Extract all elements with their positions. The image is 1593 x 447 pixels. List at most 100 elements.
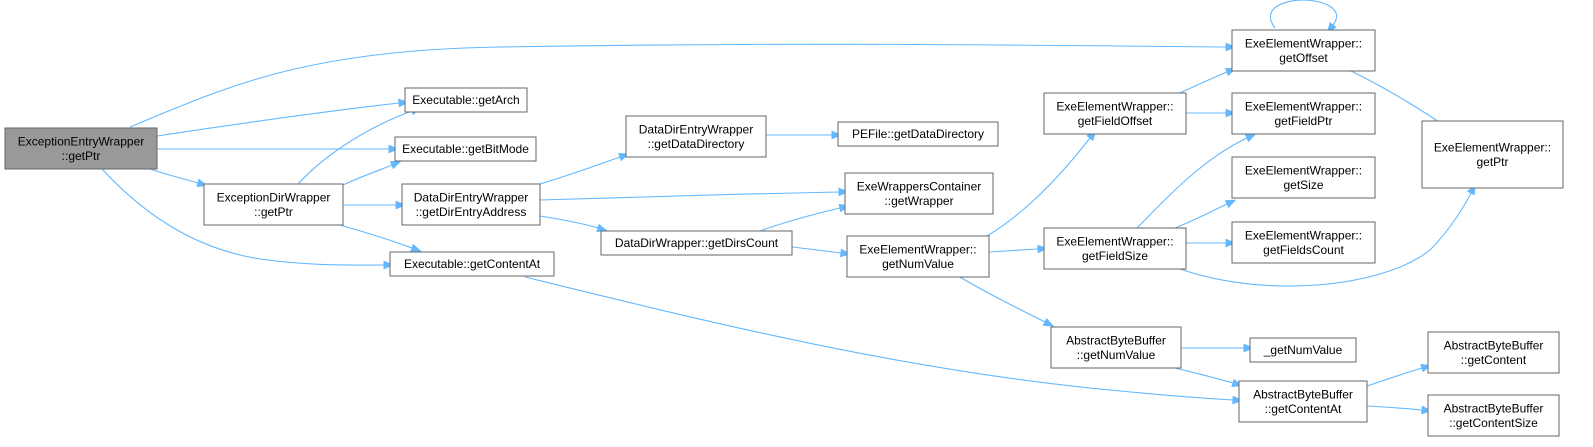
node-box[interactable] [1249, 337, 1357, 363]
node-abbGetNumValue[interactable]: AbstractByteBuffer::getNumValue [1050, 326, 1182, 369]
edge-arrowhead [1225, 108, 1237, 118]
node-getFieldSize[interactable]: ExeElementWrapper::getFieldSize [1043, 227, 1187, 270]
node-label: ::getContentAt [1265, 402, 1342, 416]
edge-abbGetNumValue-to-abbGetContentAt [1174, 367, 1243, 388]
node-label: ::getPtr [62, 149, 101, 163]
node-getFieldPtr[interactable]: ExeElementWrapper::getFieldPtr [1231, 92, 1376, 135]
node-box[interactable] [1238, 380, 1368, 423]
node-box[interactable] [1231, 92, 1376, 135]
node-box[interactable] [394, 136, 537, 162]
edge-arrowhead [1225, 238, 1237, 248]
node-box[interactable] [401, 183, 541, 226]
node-abbGetContentAt[interactable]: AbstractByteBuffer::getContentAt [1238, 380, 1368, 423]
node-box[interactable] [1427, 394, 1560, 437]
node-box[interactable] [1231, 156, 1376, 199]
edge-line [1164, 192, 1472, 287]
edge-excDirGetPtr-to-getContentAt [339, 224, 422, 252]
node-label: AbstractByteBuffer [1066, 333, 1166, 347]
edge-getFieldOffset-to-getOffset [1179, 68, 1237, 94]
node-label: AbstractByteBuffer [1444, 338, 1544, 352]
node-label: getFieldsCount [1263, 243, 1344, 257]
node-box[interactable] [1427, 331, 1560, 374]
node-box[interactable] [625, 115, 767, 158]
node-getFieldOffset[interactable]: ExeElementWrapper::getFieldOffset [1043, 92, 1187, 135]
edge-arrowhead [1421, 405, 1433, 415]
node-label: AbstractByteBuffer [1253, 387, 1353, 401]
edge-line [1269, 0, 1338, 29]
node-box[interactable] [4, 127, 158, 170]
edge-arrowhead [1042, 317, 1055, 327]
node-label: DataDirEntryWrapper [639, 122, 753, 136]
edge-getContentAt-to-abbGetContentAt [524, 276, 1244, 405]
node-box[interactable] [389, 251, 555, 277]
node-abbGetContentSize[interactable]: AbstractByteBuffer::getContentSize [1427, 394, 1560, 437]
node-label: ExeElementWrapper:: [1245, 99, 1362, 113]
node-getDirEntryAddress[interactable]: DataDirEntryWrapper::getDirEntryAddress [401, 183, 541, 226]
edge-abbGetContentAt-to-abbGetContentSize [1366, 405, 1433, 415]
edge-line [791, 246, 842, 254]
node-label: Executable::getArch [412, 93, 519, 107]
edge-line [1136, 137, 1248, 229]
edge-root-to-getBitMode [156, 144, 400, 154]
edge-root-to-getOffset [129, 42, 1237, 128]
node-label: ExeElementWrapper:: [1056, 234, 1173, 248]
edge-excDirGetPtr-to-getBitMode [342, 161, 402, 186]
node-box[interactable] [1050, 326, 1182, 369]
node-label: ExeWrappersContainer [857, 179, 982, 193]
edge-line [101, 168, 385, 266]
node-root[interactable]: ExceptionEntryWrapper::getPtr [4, 127, 158, 170]
node-excDirGetPtr[interactable]: ExceptionDirWrapper::getPtr [203, 183, 344, 226]
edge-line [1179, 71, 1228, 94]
node-label: Executable::getBitMode [402, 142, 529, 156]
node-getSize[interactable]: ExeElementWrapper::getSize [1231, 156, 1376, 199]
node-label: ExeElementWrapper:: [1245, 163, 1362, 177]
node-label: ExeElementWrapper:: [1245, 36, 1362, 50]
node-getOffset[interactable]: ExeElementWrapper::getOffset [1231, 29, 1376, 72]
node-box[interactable] [846, 235, 990, 278]
nodes-layer: ExceptionEntryWrapper::getPtrExecutable:… [4, 29, 1564, 437]
edge-abbGetContentAt-to-abbGetContent [1366, 363, 1432, 387]
node-getArch[interactable]: Executable::getArch [404, 87, 528, 113]
node-label: ExeElementWrapper:: [1434, 140, 1551, 154]
node-label: ExceptionDirWrapper [217, 190, 331, 204]
node-box[interactable] [844, 172, 994, 215]
edge-arrowhead [1244, 133, 1257, 143]
node-abbGetContent[interactable]: AbstractByteBuffer::getContent [1427, 331, 1560, 374]
node-box[interactable] [1231, 221, 1376, 264]
edge-arrowhead [389, 161, 402, 170]
node-getBitMode[interactable]: Executable::getBitMode [394, 136, 537, 162]
node-getFieldsCount[interactable]: ExeElementWrapper::getFieldsCount [1231, 221, 1376, 264]
node-box[interactable] [837, 121, 999, 147]
node-box[interactable] [1421, 120, 1564, 189]
node-getWrapper[interactable]: ExeWrappersContainer::getWrapper [844, 172, 994, 215]
edge-arrowhead [839, 248, 852, 258]
node-box[interactable] [404, 87, 528, 113]
node-getContentAt[interactable]: Executable::getContentAt [389, 251, 555, 277]
node-peGetDataDirectory[interactable]: PEFile::getDataDirectory [837, 121, 999, 147]
node-label: getPtr [1476, 155, 1508, 169]
node-getDataDirectoryW[interactable]: DataDirEntryWrapper::getDataDirectory [625, 115, 767, 158]
edge-eewGetNumValue-to-getFieldSize [988, 244, 1049, 254]
node-eewGetNumValue[interactable]: ExeElementWrapper::getNumValue [846, 235, 990, 278]
edge-line [539, 191, 840, 201]
node-box[interactable] [203, 183, 344, 226]
edge-line [156, 102, 400, 137]
node-box[interactable] [1043, 92, 1187, 135]
node-label: ::getNumValue [1077, 348, 1156, 362]
edge-arrowhead [831, 130, 843, 140]
node-underscoreGetNumValue[interactable]: _getNumValue [1249, 337, 1357, 363]
node-box[interactable] [600, 230, 793, 256]
edge-arrowhead [1243, 343, 1255, 353]
edge-arrowhead [1225, 42, 1237, 52]
node-label: ::getPtr [254, 205, 293, 219]
node-label: ::getDataDirectory [648, 137, 745, 151]
edge-getFieldOffset-to-getFieldPtr [1186, 108, 1237, 118]
node-box[interactable] [1043, 227, 1187, 270]
node-label: getOffset [1279, 51, 1328, 65]
node-getDirsCount[interactable]: DataDirWrapper::getDirsCount [600, 230, 793, 256]
node-eewGetPtr[interactable]: ExeElementWrapper::getPtr [1421, 120, 1564, 189]
node-label: getSize [1283, 178, 1323, 192]
edge-line [149, 168, 199, 184]
node-box[interactable] [1231, 29, 1376, 72]
